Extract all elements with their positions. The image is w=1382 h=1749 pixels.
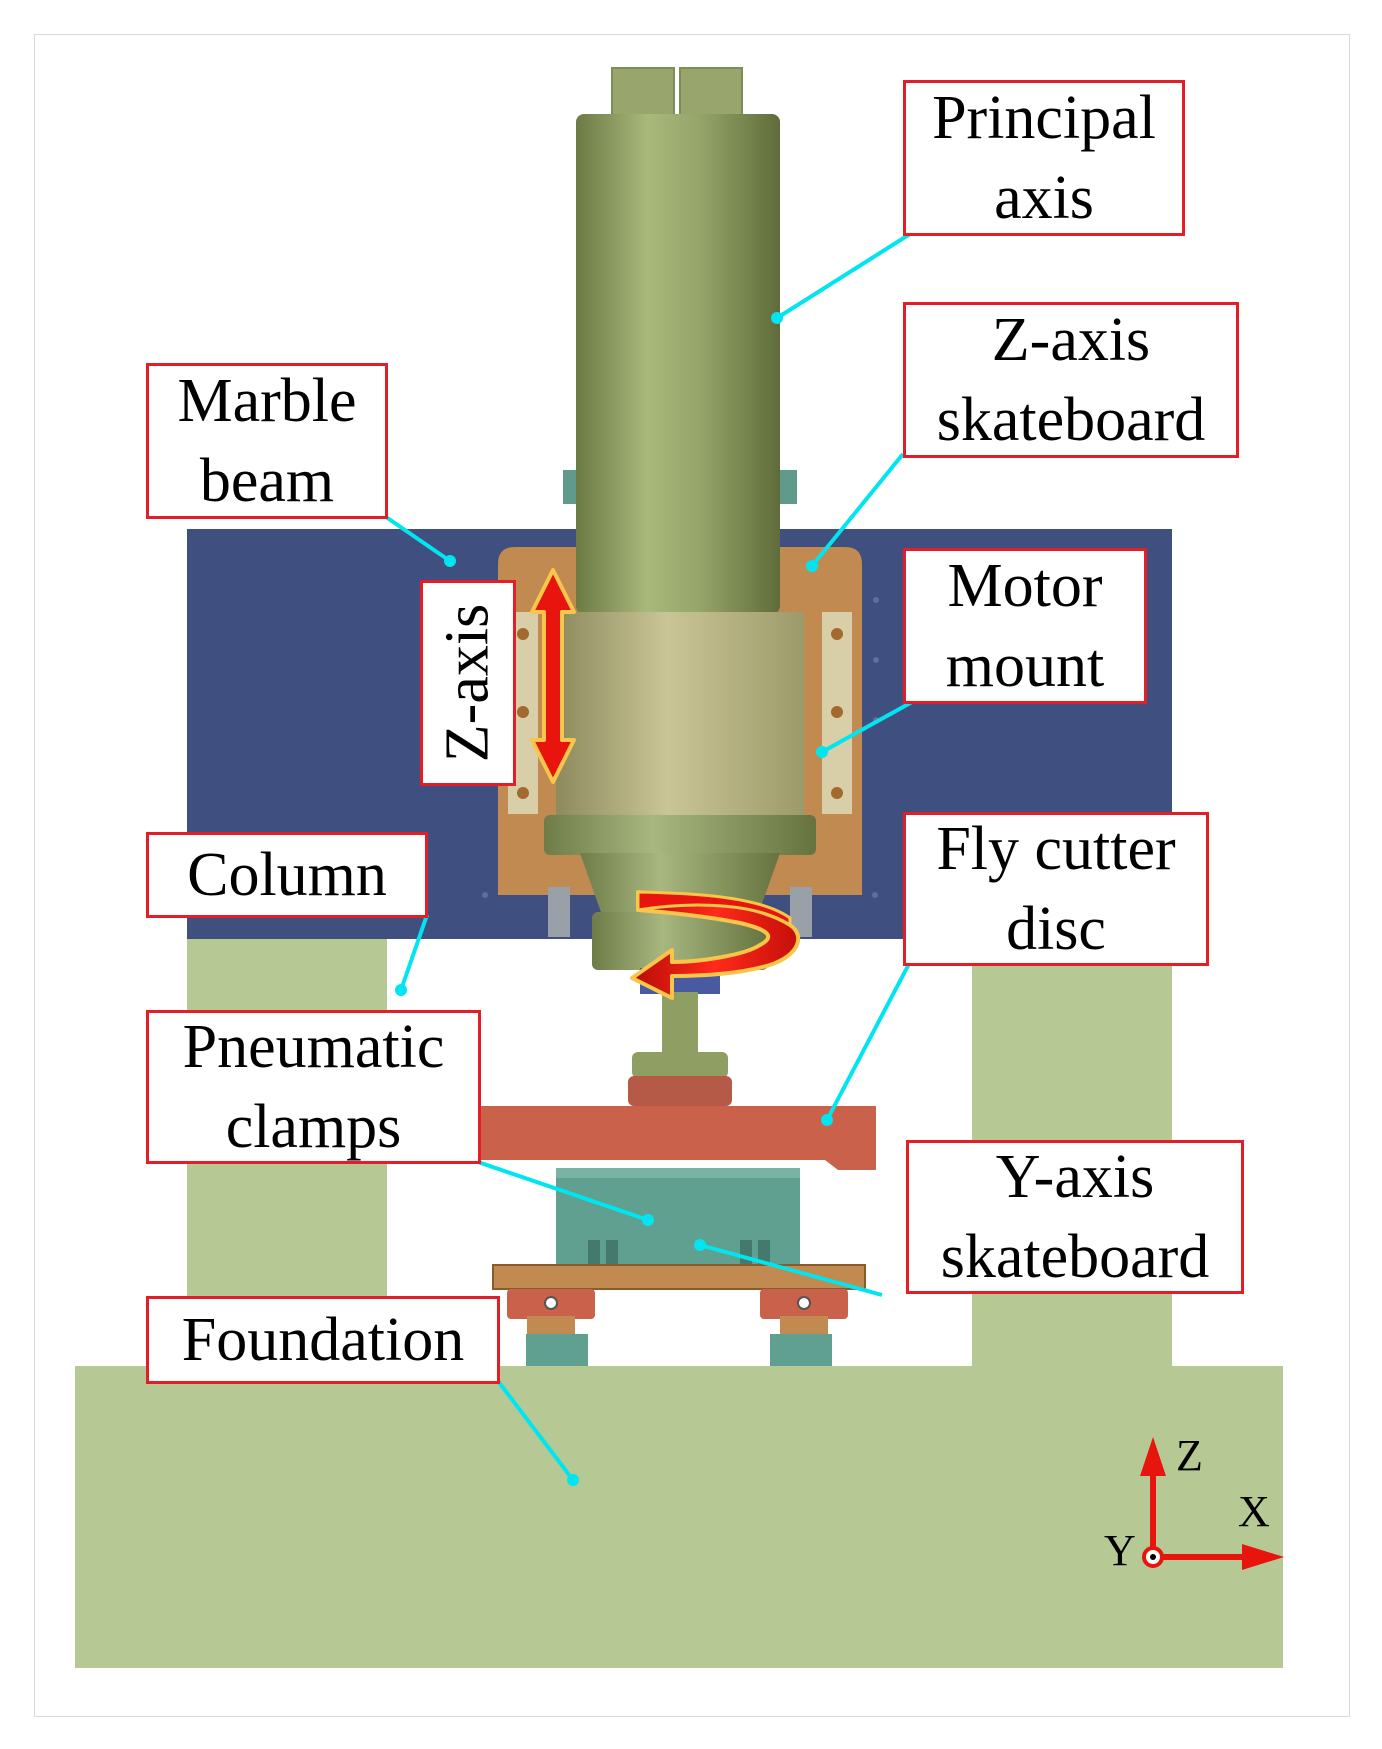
leader-z-axis-skateboard	[810, 452, 905, 568]
label-foundation: Foundation	[181, 1306, 465, 1374]
principal-axis-body	[576, 114, 780, 614]
label-fly-cutter-disc-1: Fly cutter	[936, 815, 1176, 883]
label-principal-axis-2: axis	[994, 164, 1094, 232]
rotation-arrow	[630, 890, 801, 1000]
label-marble-beam-1: Marble	[177, 367, 357, 435]
leader-principal-axis	[775, 232, 912, 320]
z-axis-motion-arrow	[530, 568, 576, 784]
leader-column	[399, 914, 429, 991]
callout-column: Column	[146, 832, 428, 918]
coord-label-z: Z	[1176, 1431, 1203, 1480]
callout-pneumatic-clamps: Pneumatic clamps	[146, 1010, 481, 1164]
label-marble-beam-2: beam	[199, 447, 335, 515]
y-axis-sliders	[507, 1289, 848, 1366]
label-column: Column	[187, 841, 387, 909]
label-z-axis-skateboard-1: Z-axis	[991, 306, 1151, 374]
leader-pneumatic-clamps	[477, 1160, 649, 1222]
y-axis-skateboard-plate	[492, 1264, 866, 1290]
label-y-axis-skateboard-1: Y-axis	[995, 1143, 1155, 1211]
coord-label-y: Y	[1104, 1526, 1136, 1575]
callout-z-axis-skateboard: Z-axis skateboard	[903, 302, 1239, 458]
leader-motor-mount	[821, 700, 913, 754]
callout-z-axis-motion: Z-axis	[420, 580, 516, 786]
label-pneumatic-clamps-1: Pneumatic	[182, 1013, 445, 1081]
label-principal-axis-1: Principal	[932, 84, 1156, 152]
leader-fly-cutter-disc	[825, 961, 912, 1121]
label-z-axis-skateboard-2: skateboard	[936, 386, 1206, 454]
fly-cutter-disc	[478, 1106, 876, 1170]
leader-marble-beam	[384, 515, 452, 563]
label-z-axis-motion: Z-axis	[433, 603, 502, 763]
callout-principal-axis: Principal axis	[903, 80, 1185, 236]
label-fly-cutter-disc-2: disc	[1006, 895, 1106, 963]
callout-marble-beam: Marble beam	[146, 363, 388, 519]
callout-foundation: Foundation	[146, 1296, 500, 1384]
callout-fly-cutter-disc: Fly cutter disc	[903, 812, 1209, 966]
coordinate-axes	[1140, 1437, 1284, 1570]
leader-foundation	[496, 1379, 575, 1482]
callout-motor-mount: Motor mount	[903, 548, 1147, 704]
label-motor-mount-1: Motor	[947, 552, 1103, 620]
label-motor-mount-2: mount	[945, 632, 1105, 700]
label-y-axis-skateboard-2: skateboard	[940, 1223, 1210, 1291]
label-pneumatic-clamps-2: clamps	[225, 1093, 402, 1161]
foundation-block	[75, 1366, 1283, 1668]
leader-y-axis-skateboard	[699, 1243, 883, 1297]
callout-y-axis-skateboard: Y-axis skateboard	[906, 1140, 1244, 1294]
coord-label-x: X	[1238, 1487, 1270, 1536]
motor-body	[556, 612, 804, 818]
